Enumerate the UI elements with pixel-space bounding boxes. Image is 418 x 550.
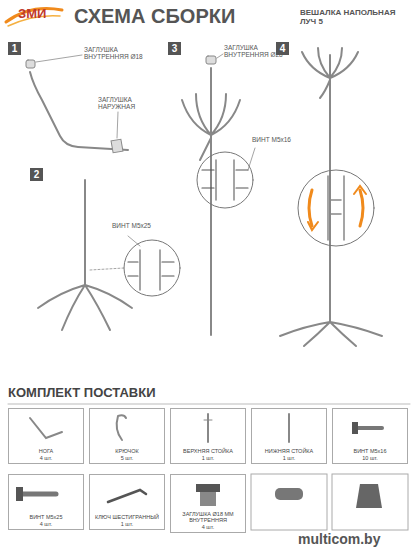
kit-item-box: ВЕРХНЯЯ СТОЙКА1 шт. bbox=[170, 408, 246, 464]
part-quantity: 1 шт. bbox=[92, 521, 162, 527]
step-number-text: 3 bbox=[168, 42, 181, 55]
kit-item-box: НИЖНЯЯ СТОЙКА1 шт. bbox=[251, 408, 327, 464]
kit-item-box: НОГА4 шт. bbox=[8, 408, 84, 464]
step-number: 1 bbox=[8, 42, 21, 55]
part-name: ВИНТ М5х25 bbox=[11, 514, 81, 520]
part-label: ЗАГЛУШКА ВНУТРЕННЯЯ Ø18 bbox=[84, 46, 146, 61]
step-number: 3 bbox=[168, 42, 181, 55]
step-number-text: 1 bbox=[8, 42, 21, 55]
part-name: КЛЮЧ ШЕСТИГРАННЫЙ bbox=[92, 514, 162, 520]
part-quantity: 4 шт. bbox=[173, 524, 243, 530]
kit-item-caption: ЗАГЛУШКА Ø18 ММ ВНУТРЕННЯЯ4 шт. bbox=[173, 511, 243, 530]
part-quantity: 10 шт. bbox=[335, 455, 405, 461]
watermark: multicom.by bbox=[298, 531, 380, 547]
kit-item-caption: КРЮЧОК5 шт. bbox=[92, 448, 162, 461]
part-name: ЗАГЛУШКА Ø18 ММ ВНУТРЕННЯЯ bbox=[173, 511, 243, 524]
diagram-title: СХЕМА СБОРКИ bbox=[74, 5, 235, 28]
kit-item-caption: КЛЮЧ ШЕСТИГРАННЫЙ1 шт. bbox=[92, 514, 162, 527]
step-number: 4 bbox=[276, 42, 289, 55]
part-name: ВЕРХНЯЯ СТОЙКА bbox=[173, 448, 243, 454]
part-quantity: 4 шт. bbox=[11, 455, 81, 461]
kit-item-box: ВИНТ М5х1610 шт. bbox=[332, 408, 408, 464]
part-name: КРЮЧОК bbox=[92, 448, 162, 454]
kit-item-box: ВИНТ М5х254 шт. bbox=[8, 474, 84, 530]
part-name: ВИНТ М5х16 bbox=[335, 448, 405, 454]
kit-item-caption: НОГА4 шт. bbox=[11, 448, 81, 461]
step-number-text: 2 bbox=[30, 168, 43, 181]
part-label: ВИНТ М5х16 bbox=[252, 136, 291, 143]
step-number: 2 bbox=[30, 168, 43, 181]
section-heading: КОМПЛЕКТ ПОСТАВКИ bbox=[8, 386, 156, 401]
kit-item-caption: ВЕРХНЯЯ СТОЙКА1 шт. bbox=[173, 448, 243, 461]
part-name: НОГА bbox=[11, 448, 81, 454]
part-name: НИЖНЯЯ СТОЙКА bbox=[254, 448, 324, 454]
part-quantity: 4 шт. bbox=[11, 521, 81, 527]
logo-text: ЗМИ bbox=[18, 7, 46, 22]
kit-item-caption: НИЖНЯЯ СТОЙКА1 шт. bbox=[254, 448, 324, 461]
kit-item-caption: ВИНТ М5х1610 шт. bbox=[335, 448, 405, 461]
product-name: ВЕШАЛКА НАПОЛЬНАЯ ЛУЧ 5 bbox=[300, 8, 412, 26]
kit-item-caption: ВИНТ М5х254 шт. bbox=[11, 514, 81, 527]
part-label: ЗАГЛУШКА НАРУЖНАЯ bbox=[98, 96, 156, 111]
kit-item-box: ЗАГЛУШКА Ø18 ММ ВНУТРЕННЯЯ4 шт. bbox=[170, 474, 246, 533]
part-label: ВИНТ М5х25 bbox=[112, 222, 151, 229]
kit-item-box: КРЮЧОК5 шт. bbox=[89, 408, 165, 464]
step-number-text: 4 bbox=[276, 42, 289, 55]
part-quantity: 1 шт. bbox=[173, 455, 243, 461]
part-quantity: 1 шт. bbox=[254, 455, 324, 461]
kit-item-box: КЛЮЧ ШЕСТИГРАННЫЙ1 шт. bbox=[89, 474, 165, 530]
part-quantity: 5 шт. bbox=[92, 455, 162, 461]
